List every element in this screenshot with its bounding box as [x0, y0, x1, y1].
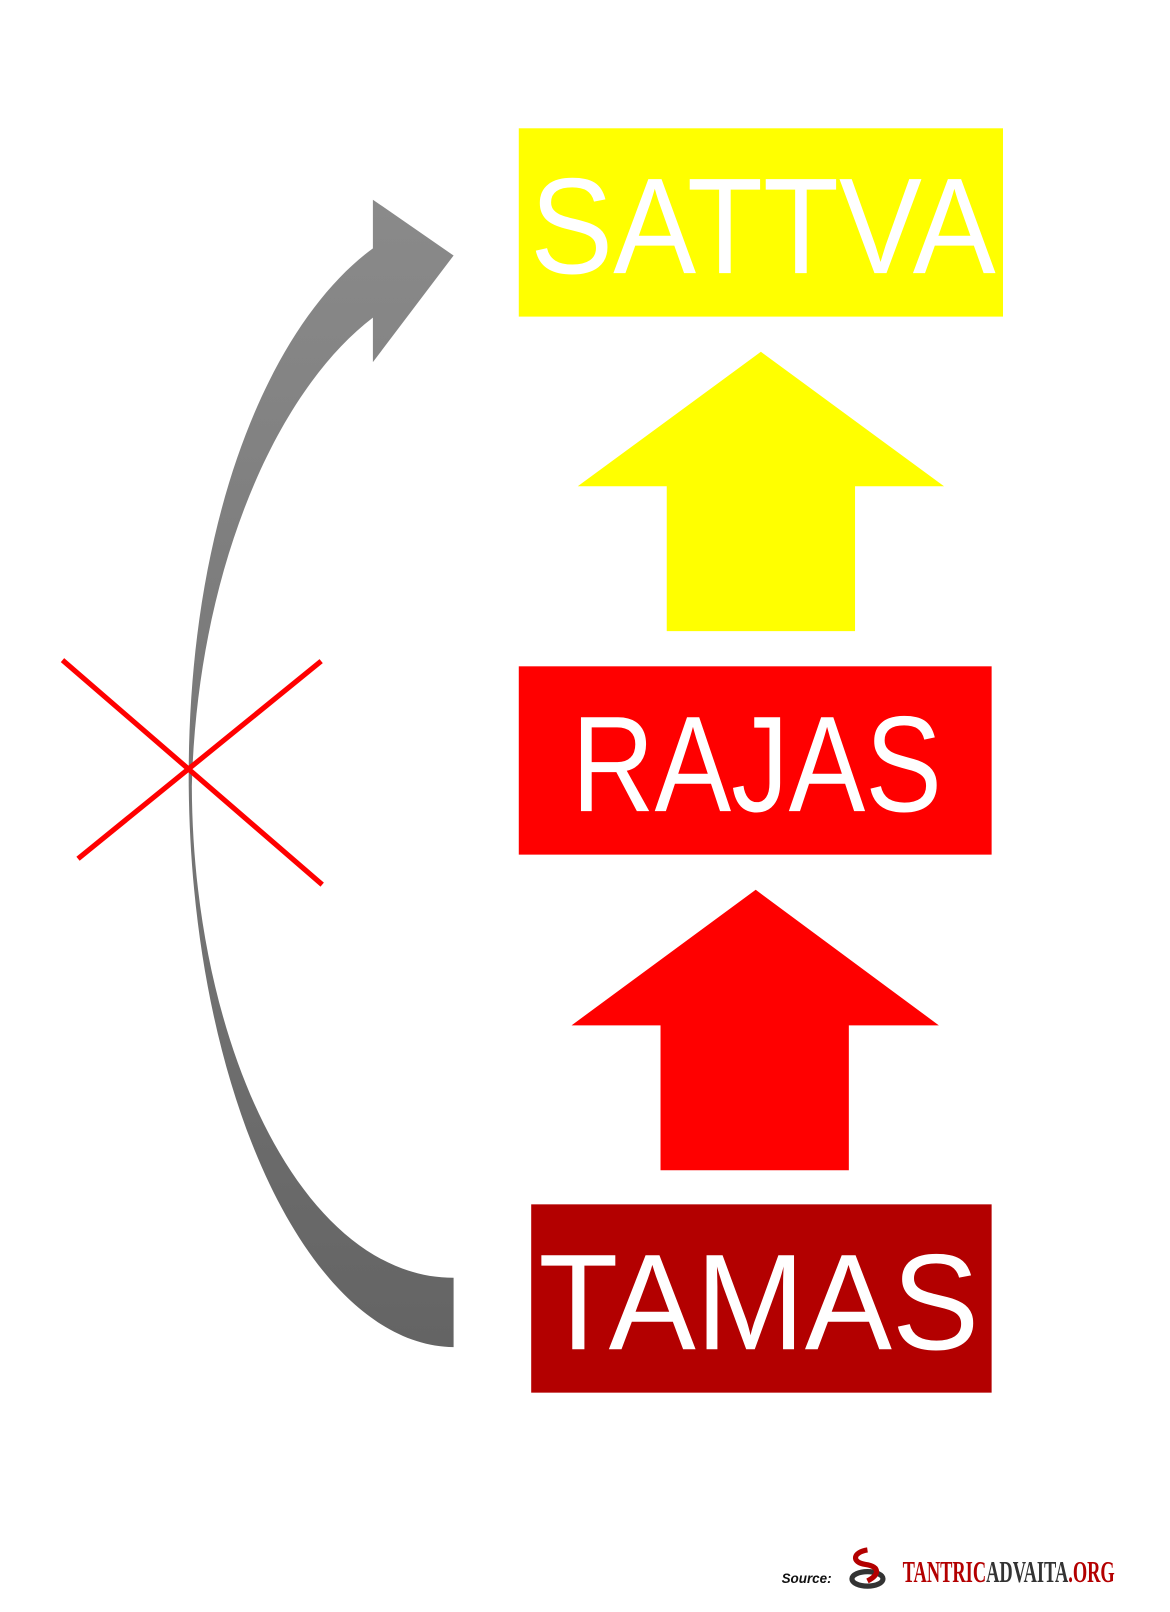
- tamas-label: TAMAS: [538, 1225, 979, 1378]
- tamas-box: TAMAS: [531, 1204, 992, 1393]
- up-arrow-yellow: [577, 351, 945, 632]
- logo-spiral-icon: [849, 1547, 886, 1589]
- sattva-label: SATTVA: [530, 149, 996, 302]
- cross-mark-icon: [60, 658, 324, 887]
- sattva-box: SATTVA: [518, 128, 1004, 317]
- logo-part-advaita: ADVAITA: [986, 1554, 1068, 1589]
- source-footer: Source: TANTRICADVAITA.ORG: [782, 1547, 1115, 1589]
- source-label: Source:: [782, 1571, 832, 1586]
- logo-part-org: .ORG: [1068, 1554, 1115, 1589]
- logo-text: TANTRICADVAITA.ORG: [903, 1554, 1115, 1589]
- rajas-label: RAJAS: [572, 687, 942, 840]
- rajas-box: RAJAS: [518, 666, 992, 855]
- curved-bypass-arrow: [188, 199, 454, 1348]
- up-arrow-red: [571, 889, 939, 1171]
- logo-part-tantric: TANTRIC: [903, 1554, 986, 1589]
